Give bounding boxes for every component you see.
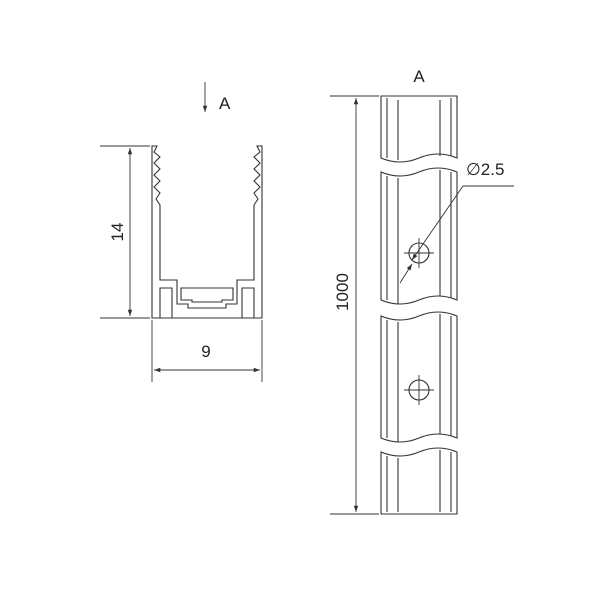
hole-diameter-leader xyxy=(411,185,464,261)
profile-base-slot xyxy=(180,287,234,303)
view-label-side: A xyxy=(219,94,231,113)
strip-groove-lines xyxy=(386,98,452,512)
strip-segment-upper-middle xyxy=(380,167,458,305)
top-view: A xyxy=(330,67,514,515)
width-dimension-label: 9 xyxy=(201,342,210,361)
hole-diameter-label: ∅2.5 xyxy=(466,160,504,179)
strip-segment-top xyxy=(380,95,458,163)
mounting-hole-upper xyxy=(404,238,434,268)
mounting-hole-lower xyxy=(404,375,434,405)
height-dimension-label: 14 xyxy=(108,223,127,242)
cross-section-view: A 14 9 xyxy=(100,82,263,382)
view-label-top: A xyxy=(413,67,425,86)
profile-inner-channel xyxy=(159,287,255,319)
length-dimension-label: 1000 xyxy=(333,273,352,311)
strip-segment-lower-middle xyxy=(380,311,458,443)
profile-section xyxy=(151,145,263,319)
hole-diameter-leader-opposite xyxy=(399,263,413,284)
strip-segment-bottom xyxy=(380,447,458,515)
